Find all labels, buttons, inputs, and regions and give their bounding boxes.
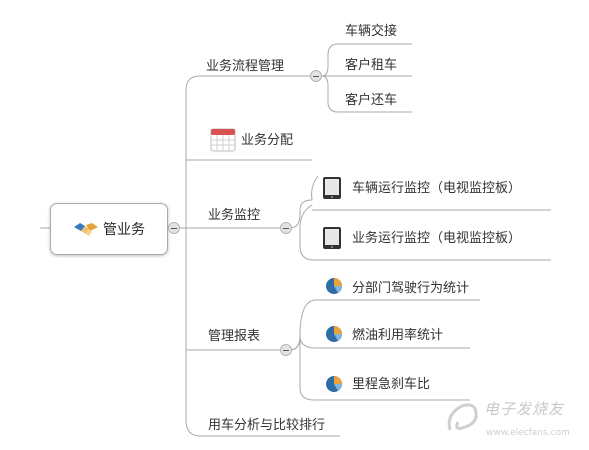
tablet-icon [323,227,341,249]
handshake-icon [74,223,98,236]
monitor-collapse-toggle[interactable] [280,222,292,234]
watermark-logo-icon [447,403,478,431]
process-child-3[interactable]: 客户还车 [345,93,398,108]
monitor-child-2[interactable]: 业务运行监控（电视监控板） [352,231,522,246]
process-collapse-toggle[interactable] [310,70,322,82]
pie-chart-icon [326,326,343,342]
branch-assign-label[interactable]: 业务分配 [241,133,294,148]
tablet-icon [323,177,341,199]
root-node[interactable]: 管业务 [50,203,168,255]
pie-chart-icon [326,376,343,392]
monitor-child-1[interactable]: 车辆运行监控（电视监控板） [352,181,522,196]
branch-monitor-label[interactable]: 业务监控 [208,208,261,223]
report-child-1[interactable]: 分部门驾驶行为统计 [352,281,470,296]
branch-analysis-label[interactable]: 用车分析与比较排行 [208,418,326,433]
calendar-icon [210,128,236,152]
process-child-2[interactable]: 客户租车 [345,58,398,73]
root-label: 管业务 [103,222,145,238]
root-collapse-toggle[interactable] [168,222,180,234]
watermark-url: www.elecfans.com [486,428,570,438]
branch-report-label[interactable]: 管理报表 [208,329,261,344]
report-child-2[interactable]: 燃油利用率统计 [352,328,444,343]
pie-chart-icon [326,278,343,294]
branch-process-label[interactable]: 业务流程管理 [206,59,285,74]
report-collapse-toggle[interactable] [280,344,292,356]
report-child-3[interactable]: 里程急刹车比 [352,377,431,392]
process-child-1[interactable]: 车辆交接 [345,24,398,39]
watermark-text: 电子发烧友 [484,400,565,418]
